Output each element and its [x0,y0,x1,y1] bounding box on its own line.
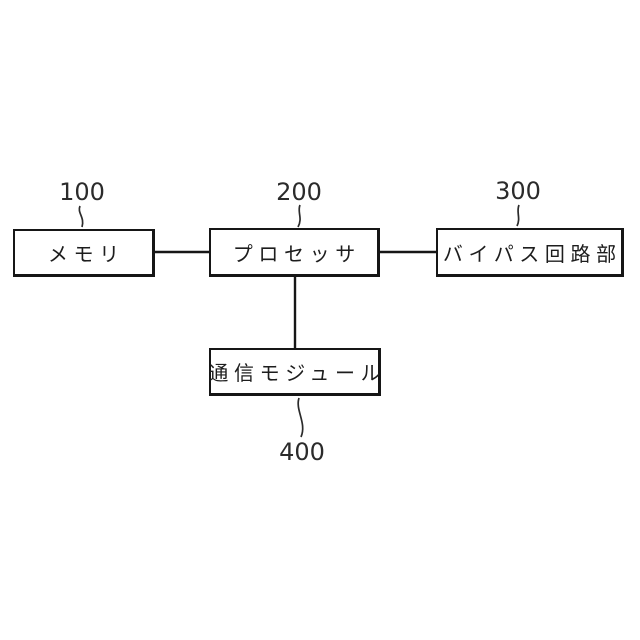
leader-line-100 [78,205,84,228]
ref-label-200: 200 [276,178,322,206]
block-bypass-circuit-unit: バイパス回路部 [436,228,624,277]
block-communication-module: 通信モジュール [208,348,381,396]
leader-line-200 [297,204,301,228]
ref-label-400: 400 [279,438,325,466]
leader-line-400 [297,397,304,438]
block-memory: メモリ [13,229,155,277]
block-processor: プロセッサ [209,228,380,277]
ref-label-100: 100 [59,178,105,206]
leader-line-300 [516,204,520,227]
ref-label-300: 300 [495,177,541,205]
